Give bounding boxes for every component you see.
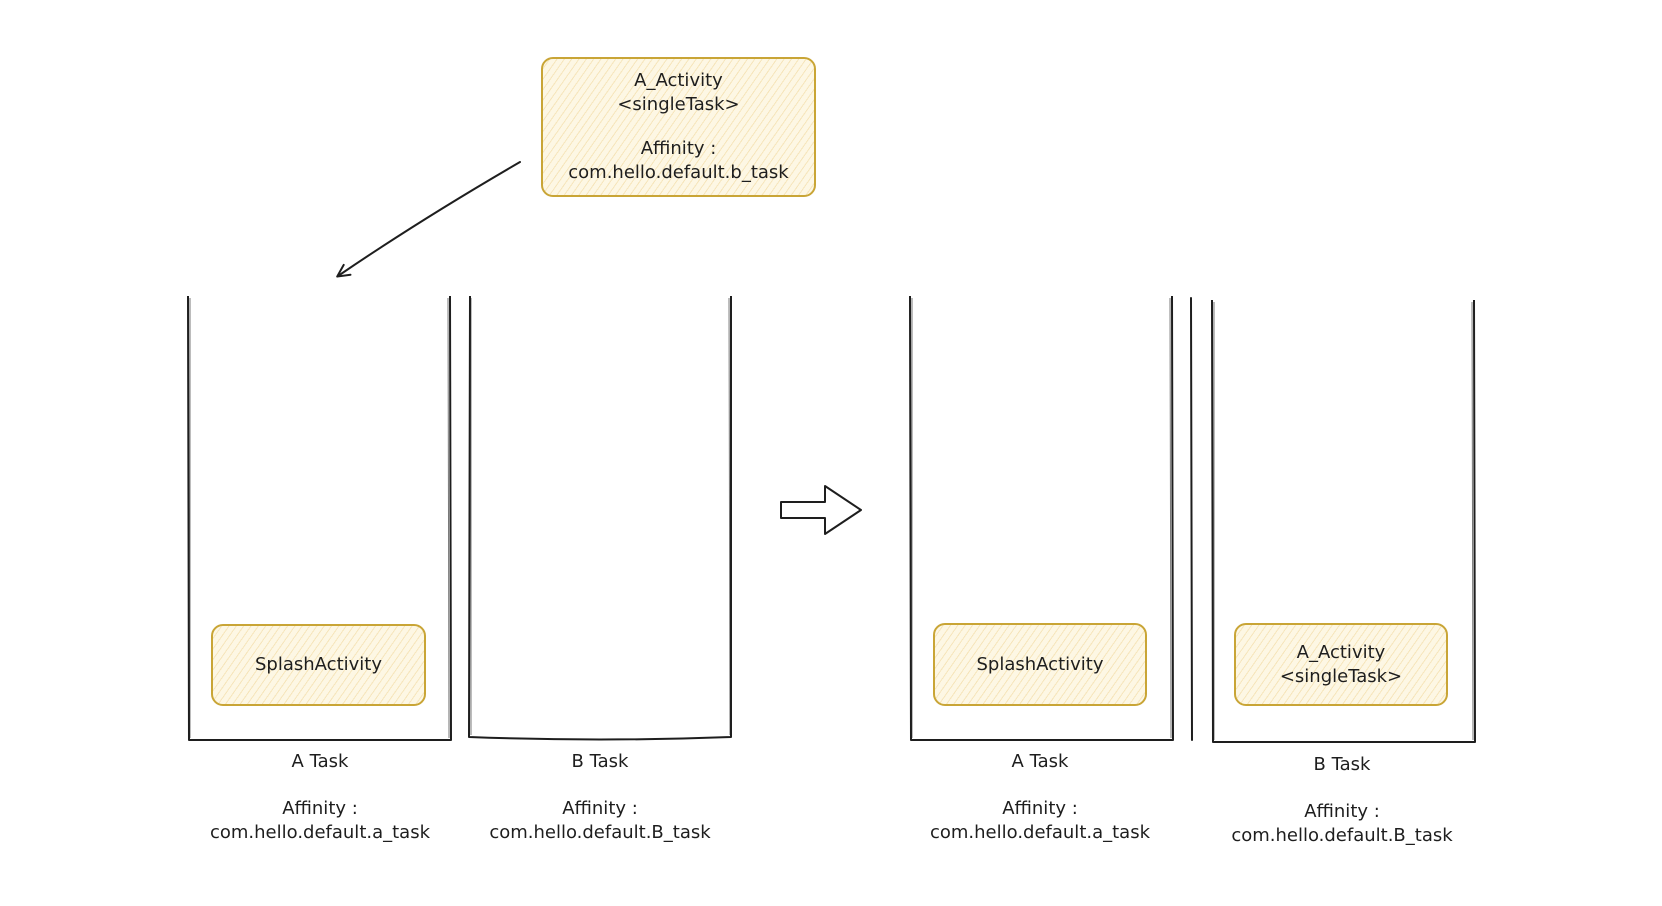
- before-a-task-title: A Task: [291, 751, 349, 772]
- after-splash-activity-box: SplashActivity: [933, 623, 1147, 706]
- after-splash-activity-label: SplashActivity: [976, 653, 1104, 675]
- top-activity-affinity-value: com.hello.default.b_task: [568, 162, 789, 183]
- before-b-task-container: [468, 295, 732, 741]
- transition-arrow-icon: [780, 485, 862, 535]
- after-a-activity-launch-mode: <singleTask>: [1279, 665, 1403, 687]
- after-a-task-affinity-label: Affinity :: [1002, 798, 1078, 819]
- after-a-task-container-sketch: [911, 297, 1172, 739]
- after-a-task-title: A Task: [1011, 751, 1069, 772]
- after-a-activity-box: A_Activity <singleTask>: [1234, 623, 1448, 706]
- before-b-task-title: B Task: [571, 751, 629, 772]
- after-a-task-container: [909, 295, 1174, 741]
- top-activity-box: A_Activity <singleTask> Affinity : com.h…: [541, 57, 816, 197]
- before-b-task-affinity-value: com.hello.default.B_task: [489, 822, 711, 843]
- top-activity-name: A_Activity: [634, 70, 723, 91]
- after-b-task-affinity-label: Affinity :: [1304, 801, 1380, 822]
- before-a-task-container: [187, 295, 452, 741]
- after-b-task-affinity-value: com.hello.default.B_task: [1231, 825, 1453, 846]
- before-b-task-container-sketch: [470, 297, 731, 736]
- after-a-task-affinity-value: com.hello.default.a_task: [929, 822, 1151, 843]
- top-activity-launch-mode: <singleTask>: [617, 94, 740, 115]
- after-b-task-label: B Task Affinity : com.hello.default.B_ta…: [1214, 753, 1470, 848]
- after-b-task-container: [1211, 299, 1476, 743]
- before-a-task-container-sketch: [189, 297, 450, 739]
- before-a-task-label: A Task Affinity : com.hello.default.a_ta…: [199, 750, 441, 845]
- before-a-task-affinity-label: Affinity :: [282, 798, 358, 819]
- before-splash-activity-label: SplashActivity: [255, 654, 382, 675]
- before-b-task-affinity-label: Affinity :: [562, 798, 638, 819]
- launch-arrow: [336, 161, 521, 278]
- after-a-activity-name: A_Activity: [1296, 641, 1386, 663]
- before-b-task-label: B Task Affinity : com.hello.default.B_ta…: [474, 750, 726, 845]
- top-activity-affinity-label: Affinity :: [640, 138, 717, 159]
- after-b-task-title: B Task: [1313, 754, 1371, 775]
- after-b-task-container-sketch: [1213, 301, 1474, 741]
- after-a-task-label: A Task Affinity : com.hello.default.a_ta…: [917, 750, 1163, 845]
- after-separator-line: [1190, 297, 1193, 741]
- before-splash-activity-box: SplashActivity: [211, 624, 426, 706]
- before-a-task-affinity-value: com.hello.default.a_task: [209, 822, 431, 843]
